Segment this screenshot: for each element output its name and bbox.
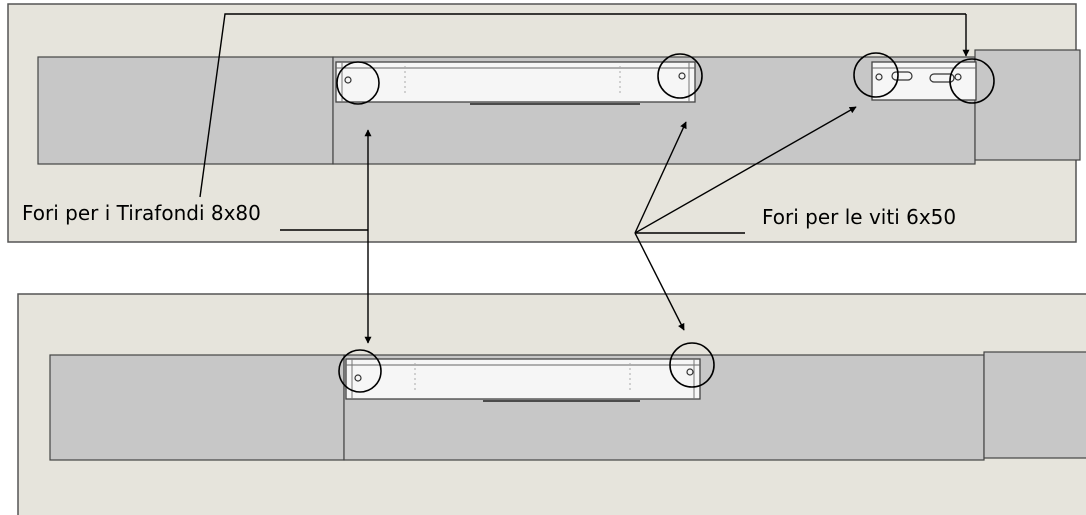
hole-highlight-circle bbox=[949, 58, 995, 104]
arrow-to-small-bracket bbox=[634, 106, 857, 234]
arrow-to-bottom-hole bbox=[634, 232, 685, 331]
leader-line-tirafondi bbox=[199, 13, 966, 198]
hole-highlight-circle bbox=[853, 52, 899, 98]
top-left-block bbox=[37, 56, 334, 165]
screw-hole bbox=[354, 374, 362, 382]
screw-hole bbox=[344, 76, 352, 84]
bottom-panel bbox=[17, 293, 1086, 515]
screw-hole bbox=[954, 73, 962, 81]
bottom-long-bracket bbox=[345, 358, 701, 402]
bottom-left-block bbox=[49, 354, 345, 461]
slot-hole bbox=[929, 73, 955, 83]
screw-hole bbox=[678, 72, 686, 80]
hole-highlight-circle bbox=[669, 342, 715, 388]
arrow-to-top-right-hole bbox=[634, 121, 687, 234]
bottom-right-block bbox=[983, 351, 1086, 459]
top-panel bbox=[7, 3, 1081, 243]
hole-highlight-circle bbox=[336, 61, 380, 105]
screw-hole bbox=[875, 73, 883, 81]
hole-highlight-circle bbox=[338, 349, 382, 393]
top-small-bracket bbox=[871, 61, 977, 101]
top-long-bracket bbox=[335, 61, 696, 105]
callout-viti: Fori per le viti 6x50 bbox=[634, 106, 956, 331]
top-right-block bbox=[974, 49, 1081, 161]
label-tirafondi: Fori per i Tirafondi 8x80 bbox=[22, 201, 261, 225]
screw-hole bbox=[686, 368, 694, 376]
slot-hole bbox=[891, 71, 913, 81]
callout-tirafondi: Fori per i Tirafondi 8x80 bbox=[22, 13, 970, 344]
label-viti: Fori per le viti 6x50 bbox=[762, 205, 956, 229]
hole-highlight-circle bbox=[657, 53, 703, 99]
